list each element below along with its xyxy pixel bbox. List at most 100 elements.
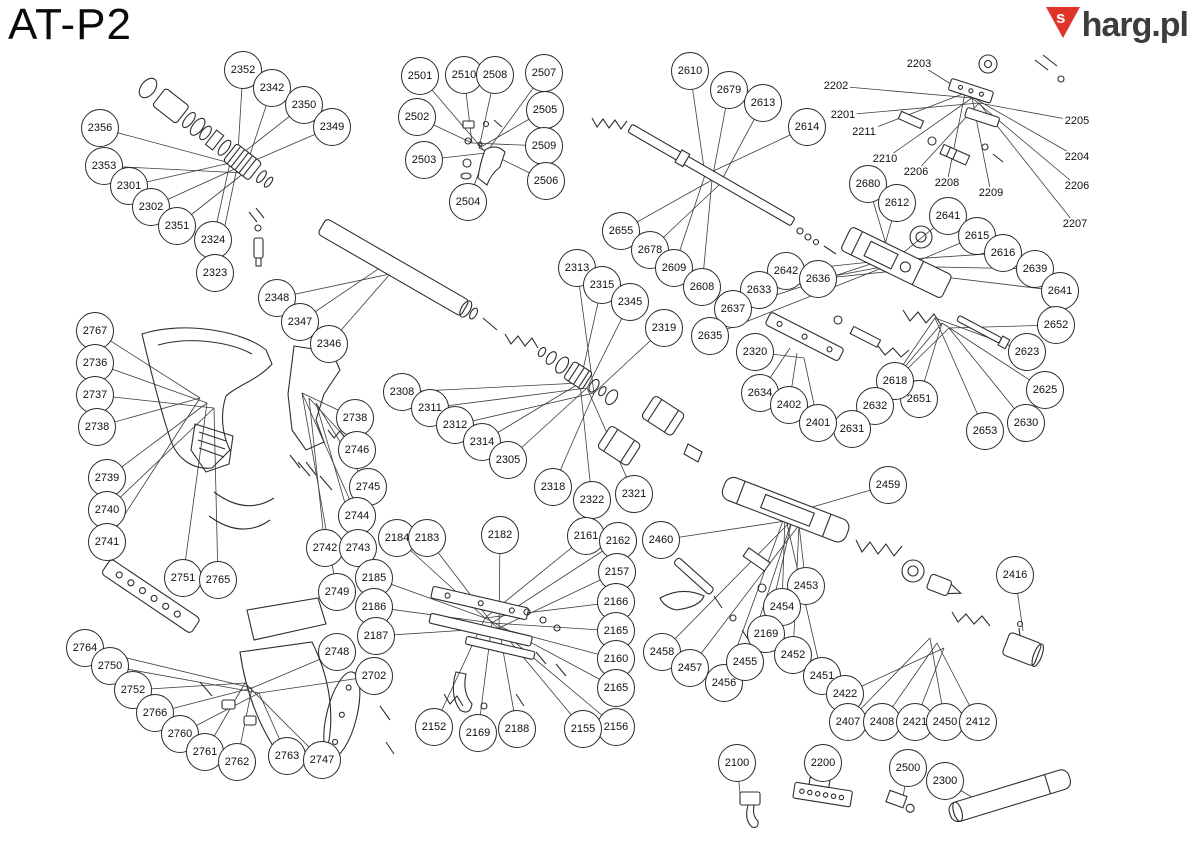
part-balloon-2504: 2504 <box>449 183 487 221</box>
part-balloon-2407: 2407 <box>829 703 867 741</box>
part-balloon-2738: 2738 <box>336 399 374 437</box>
part-label-2205: 2205 <box>1062 115 1092 127</box>
part-balloon-2637: 2637 <box>714 290 752 328</box>
part-balloon-2321: 2321 <box>615 475 653 513</box>
part-balloon-2636: 2636 <box>799 260 837 298</box>
part-label-2209: 2209 <box>976 187 1006 199</box>
part-balloon-2348: 2348 <box>258 279 296 317</box>
part-balloon-2635: 2635 <box>691 317 729 355</box>
part-balloon-2679: 2679 <box>710 71 748 109</box>
part-balloon-2349: 2349 <box>313 108 351 146</box>
part-balloon-2509: 2509 <box>525 127 563 165</box>
part-balloon-2616: 2616 <box>984 234 1022 272</box>
part-balloon-2356: 2356 <box>81 109 119 147</box>
part-balloon-2744: 2744 <box>338 497 376 535</box>
part-balloon-2618: 2618 <box>876 362 914 400</box>
part-balloon-2503: 2503 <box>405 141 443 179</box>
part-balloon-2457: 2457 <box>671 649 709 687</box>
part-balloon-2301: 2301 <box>110 167 148 205</box>
part-balloon-2630: 2630 <box>1007 404 1045 442</box>
part-balloon-2155: 2155 <box>564 710 602 748</box>
brand-mark-icon: s <box>1045 7 1080 38</box>
part-balloon-2412: 2412 <box>959 703 997 741</box>
part-balloon-2347: 2347 <box>281 303 319 341</box>
part-label-2203: 2203 <box>904 58 934 70</box>
part-balloon-2631: 2631 <box>833 410 871 448</box>
part-balloon-2506: 2506 <box>527 162 565 200</box>
part-balloon-2641: 2641 <box>929 197 967 235</box>
part-balloon-2169: 2169 <box>459 714 497 752</box>
part-balloon-2747: 2747 <box>303 741 341 779</box>
part-balloon-2323: 2323 <box>196 254 234 292</box>
part-balloon-2752: 2752 <box>114 671 152 709</box>
part-balloon-2634: 2634 <box>741 374 779 412</box>
part-balloon-2741: 2741 <box>88 523 126 561</box>
part-balloon-2738: 2738 <box>78 408 116 446</box>
part-balloon-2166: 2166 <box>597 583 635 621</box>
part-balloon-2460: 2460 <box>642 521 680 559</box>
part-balloon-2345: 2345 <box>611 283 649 321</box>
part-balloon-2455: 2455 <box>726 643 764 681</box>
part-balloon-2608: 2608 <box>683 268 721 306</box>
part-label-2201: 2201 <box>828 109 858 121</box>
brand-logo[interactable]: s harg.pl <box>1045 6 1189 44</box>
part-balloon-2746: 2746 <box>338 431 376 469</box>
part-balloon-2156: 2156 <box>597 708 635 746</box>
part-balloon-2762: 2762 <box>218 743 256 781</box>
part-balloon-2300: 2300 <box>926 762 964 800</box>
part-label-2204: 2204 <box>1062 151 1092 163</box>
part-label-2211: 2211 <box>850 126 878 138</box>
brand-name: harg.pl <box>1081 6 1189 44</box>
part-balloon-2188: 2188 <box>498 710 536 748</box>
part-balloon-2452: 2452 <box>774 636 812 674</box>
part-balloon-2152: 2152 <box>415 708 453 746</box>
part-balloon-2416: 2416 <box>996 556 1034 594</box>
part-balloon-2613: 2613 <box>744 84 782 122</box>
part-balloon-2623: 2623 <box>1008 333 1046 371</box>
part-balloon-2350: 2350 <box>285 86 323 124</box>
part-balloon-2161: 2161 <box>567 517 605 555</box>
part-balloon-2748: 2748 <box>318 633 356 671</box>
part-balloon-2346: 2346 <box>310 325 348 363</box>
part-balloon-2763: 2763 <box>268 737 306 775</box>
part-balloon-2739: 2739 <box>88 459 126 497</box>
part-balloon-2749: 2749 <box>318 573 356 611</box>
part-balloon-2319: 2319 <box>645 309 683 347</box>
part-balloon-2324: 2324 <box>194 221 232 259</box>
part-balloon-2751: 2751 <box>164 559 202 597</box>
part-balloon-2702: 2702 <box>355 657 393 695</box>
part-balloon-2612: 2612 <box>878 184 916 222</box>
part-balloon-2187: 2187 <box>357 617 395 655</box>
part-balloon-2501: 2501 <box>401 57 439 95</box>
part-balloon-2507: 2507 <box>525 54 563 92</box>
part-label-2210: 2210 <box>870 153 900 165</box>
part-balloon-2625: 2625 <box>1026 371 1064 409</box>
part-balloon-2318: 2318 <box>534 468 572 506</box>
part-balloon-2165: 2165 <box>597 669 635 707</box>
part-balloon-2322: 2322 <box>573 481 611 519</box>
part-label-2207: 2207 <box>1060 218 1090 230</box>
part-balloon-2653: 2653 <box>966 412 1004 450</box>
diagram-title: AT-P2 <box>8 0 133 49</box>
part-balloon-2736: 2736 <box>76 344 114 382</box>
part-balloon-2641: 2641 <box>1041 272 1079 310</box>
part-balloon-2652: 2652 <box>1037 306 1075 344</box>
part-label-2206: 2206 <box>901 166 931 178</box>
part-balloon-2505: 2505 <box>526 91 564 129</box>
part-balloon-2610: 2610 <box>671 52 709 90</box>
part-balloon-2500: 2500 <box>889 749 927 787</box>
part-balloon-2351: 2351 <box>158 207 196 245</box>
part-label-2202: 2202 <box>821 80 851 92</box>
part-balloon-2305: 2305 <box>489 441 527 479</box>
part-balloon-2342: 2342 <box>253 69 291 107</box>
part-balloon-2459: 2459 <box>869 466 907 504</box>
part-balloon-2508: 2508 <box>476 56 514 94</box>
part-balloon-2200: 2200 <box>804 744 842 782</box>
part-balloon-2312: 2312 <box>436 406 474 444</box>
part-balloon-2655: 2655 <box>602 212 640 250</box>
part-balloon-2614: 2614 <box>788 108 826 146</box>
part-balloon-2160: 2160 <box>597 640 635 678</box>
part-balloon-2100: 2100 <box>718 744 756 782</box>
